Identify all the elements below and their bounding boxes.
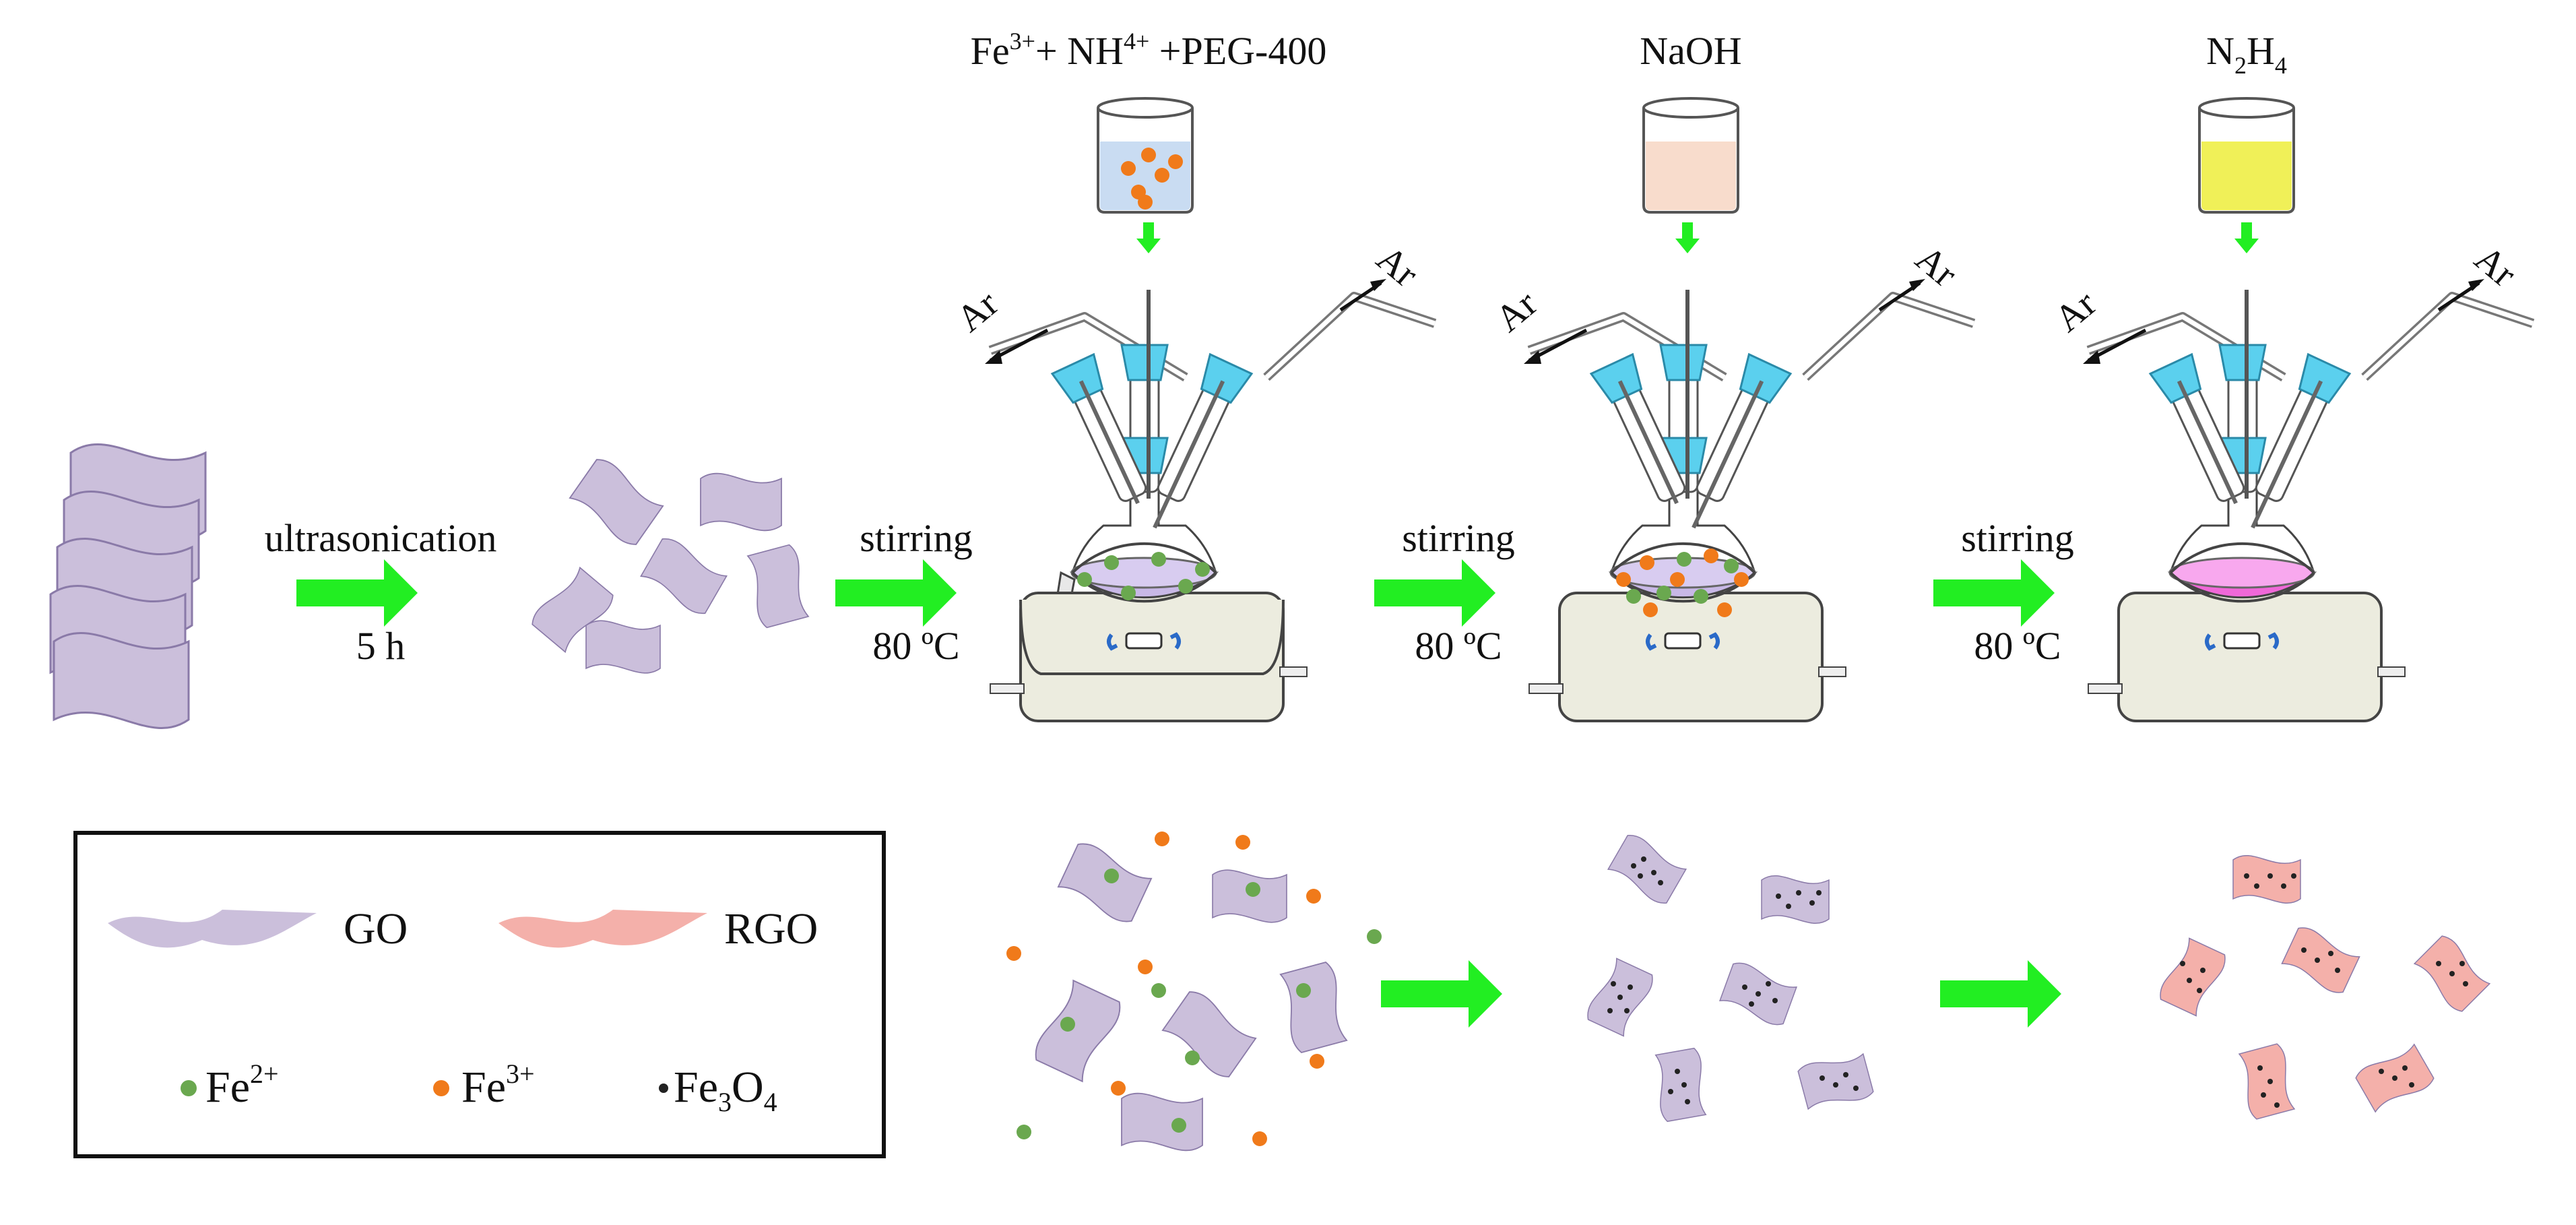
temperature-label-2: 80 ºC	[1415, 624, 1502, 668]
exfoliated-go-sheets	[528, 455, 814, 674]
reactor-2	[1527, 290, 1976, 722]
stirring-arrow-3	[1933, 559, 2055, 627]
temperature-label-1: 80 ºC	[872, 624, 959, 668]
bottom-arrow-2	[1940, 960, 2061, 1028]
ultrasonication-label: ultrasonication	[265, 516, 497, 560]
rgo-with-fe3o4	[2156, 854, 2494, 1121]
legend-rgo-swatch	[498, 910, 707, 948]
legend-fe2-label: Fe2+	[205, 1059, 279, 1112]
legend-fe3-dot	[433, 1080, 449, 1096]
go-with-fe3o4	[1584, 831, 1875, 1123]
temperature-label-3: 80 ºC	[1974, 624, 2061, 668]
stirring-label-3: stirring	[1961, 516, 2074, 560]
legend-fe3o4-dot	[659, 1083, 668, 1093]
graphite-oxide-stack	[49, 443, 207, 730]
legend-rgo-label: RGO	[724, 904, 818, 953]
down-arrow-1	[1136, 222, 1161, 253]
legend-go-label: GO	[344, 904, 408, 953]
bottom-arrow-1	[1381, 960, 1502, 1028]
legend-fe3o4-label: Fe3O4	[674, 1063, 777, 1117]
beaker-hydrazine	[2198, 97, 2295, 214]
legend-go-swatch	[108, 910, 317, 948]
reactor-1	[988, 290, 1437, 722]
legend-fe2-dot	[181, 1080, 197, 1096]
argon-outlet-label-2: Ar	[1488, 282, 1545, 340]
argon-outlet-label-3: Ar	[2047, 282, 2104, 340]
ultrasonication-time-label: 5 h	[356, 624, 406, 668]
stirring-arrow-2	[1374, 559, 1495, 627]
reagent-label-hydrazine: N2H4	[2206, 29, 2287, 79]
legend-fe3-label: Fe3+	[461, 1059, 535, 1112]
go-with-iron-ions	[1006, 831, 1382, 1152]
ultrasonication-arrow	[296, 559, 418, 627]
reagent-label-iron: Fe3++ NH4+ +PEG-400	[971, 28, 1327, 73]
stirring-label-2: stirring	[1402, 516, 1515, 560]
legend: GO RGO Fe2+ Fe3+ Fe3O4	[73, 831, 886, 1158]
down-arrow-2	[1675, 222, 1700, 253]
beaker-naoh	[1642, 97, 1739, 214]
beaker-iron-salts	[1097, 97, 1194, 214]
stirring-arrow-1	[835, 559, 957, 627]
argon-outlet-label-1: Ar	[949, 282, 1006, 340]
reactor-3	[2086, 290, 2535, 722]
reagent-label-naoh: NaOH	[1640, 29, 1741, 73]
stirring-label-1: stirring	[860, 516, 973, 560]
down-arrow-3	[2234, 222, 2259, 253]
